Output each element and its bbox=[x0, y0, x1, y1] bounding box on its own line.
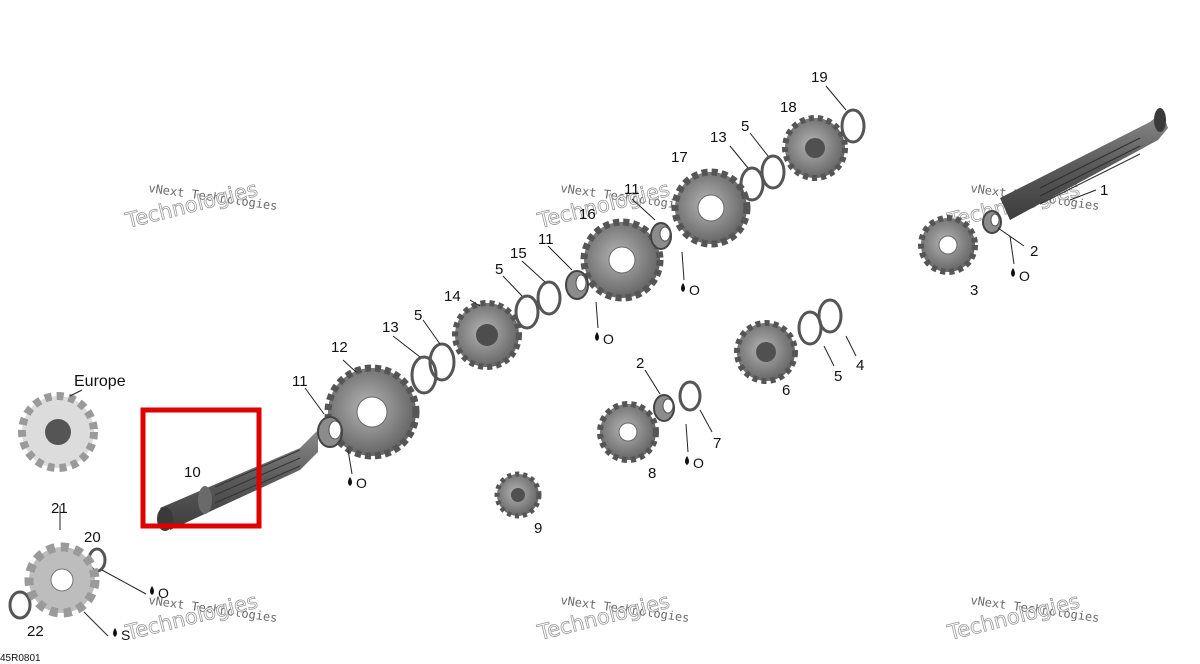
callout-10[interactable]: 10 bbox=[184, 464, 201, 481]
ring-part-22 bbox=[8, 590, 32, 620]
callout-5[interactable]: 5 bbox=[834, 368, 842, 385]
countershaft-part-1[interactable] bbox=[1000, 108, 1168, 220]
callout-2[interactable]: 2 bbox=[1030, 243, 1038, 260]
callout-13[interactable]: 13 bbox=[710, 129, 727, 146]
sprocket-europe[interactable] bbox=[18, 392, 98, 472]
callout-22[interactable]: 22 bbox=[27, 623, 44, 640]
region-label: Europe bbox=[74, 373, 126, 390]
main-shaft-part-10[interactable] bbox=[157, 430, 318, 531]
callout-21[interactable]: 21 bbox=[51, 500, 68, 517]
bushing-part-11[interactable] bbox=[317, 416, 343, 448]
sprocket-part-21[interactable] bbox=[24, 542, 100, 618]
callout-2[interactable]: 2 bbox=[636, 355, 644, 372]
watermark-text: Technologies bbox=[534, 589, 672, 645]
oil-symbol: O bbox=[356, 475, 367, 491]
oil-symbol: O bbox=[689, 282, 700, 298]
gear-part-17[interactable] bbox=[671, 168, 751, 248]
bushing-part-2[interactable] bbox=[982, 210, 1002, 234]
selected-part-highlight[interactable] bbox=[140, 407, 262, 529]
oil-drop-icon: O bbox=[681, 282, 700, 298]
bushing-part-11[interactable] bbox=[650, 222, 672, 250]
grease-symbol: S bbox=[121, 627, 130, 643]
callout-8[interactable]: 8 bbox=[648, 465, 656, 482]
callout-11[interactable]: 11 bbox=[624, 181, 640, 198]
leader-lines bbox=[59, 85, 1097, 637]
washer-part-19 bbox=[840, 108, 866, 144]
gear-part-3[interactable] bbox=[918, 215, 978, 275]
callout-20[interactable]: 20 bbox=[84, 529, 101, 546]
bushing-part-11[interactable] bbox=[565, 270, 589, 300]
oil-symbol: O bbox=[603, 331, 614, 347]
callout-7[interactable]: 7 bbox=[713, 435, 721, 452]
watermark-text: Technologies bbox=[944, 589, 1082, 645]
gear-part-9[interactable] bbox=[494, 471, 542, 519]
oil-symbol: O bbox=[1019, 268, 1030, 284]
callout-9[interactable]: 9 bbox=[534, 520, 542, 537]
callout-13[interactable]: 13 bbox=[382, 319, 399, 336]
callout-17[interactable]: 17 bbox=[671, 149, 688, 166]
lubrication-markers: O O O O O O S bbox=[113, 268, 1030, 643]
washer-part-4 bbox=[817, 298, 843, 334]
callout-15[interactable]: 15 bbox=[510, 245, 527, 262]
grease-drop-icon: S bbox=[113, 627, 130, 643]
washer-part-5 bbox=[760, 154, 786, 190]
washer-part-5 bbox=[428, 342, 456, 382]
callout-16[interactable]: 16 bbox=[579, 206, 596, 223]
callout-14[interactable]: 14 bbox=[444, 288, 461, 305]
washer-part-15 bbox=[536, 280, 562, 316]
watermark-text: Technologies bbox=[122, 177, 260, 233]
callout-5[interactable]: 5 bbox=[495, 261, 503, 278]
oil-drop-icon: O bbox=[1011, 268, 1030, 284]
oil-symbol: O bbox=[693, 455, 704, 471]
bushing-part-2[interactable] bbox=[653, 394, 675, 422]
callout-4[interactable]: 4 bbox=[856, 357, 864, 374]
callout-5[interactable]: 5 bbox=[414, 307, 422, 324]
oil-drop-icon: O bbox=[348, 475, 367, 491]
washer-part-13 bbox=[739, 166, 765, 202]
oil-drop-icon: O bbox=[685, 455, 704, 471]
callout-18[interactable]: 18 bbox=[780, 99, 797, 116]
gear-part-16[interactable] bbox=[580, 218, 664, 302]
callout-11[interactable]: 11 bbox=[292, 373, 308, 390]
gear-part-6[interactable] bbox=[734, 320, 798, 384]
washer-part-13 bbox=[410, 355, 438, 395]
gear-part-14[interactable] bbox=[452, 300, 522, 370]
callout-3[interactable]: 3 bbox=[970, 282, 978, 299]
callout-1[interactable]: 1 bbox=[1100, 182, 1108, 199]
washer-part-5 bbox=[514, 294, 540, 330]
callout-12[interactable]: 12 bbox=[331, 339, 348, 356]
callout-19[interactable]: 19 bbox=[811, 69, 828, 86]
diagram-code: 45R0801 bbox=[0, 653, 41, 664]
gear-part-8[interactable] bbox=[597, 401, 659, 463]
callout-labels: 1 2 3 2 4 5 6 7 8 9 10 11 12 13 5 14 5 1… bbox=[27, 69, 1108, 640]
oil-drop-icon: O bbox=[150, 585, 169, 601]
watermark-text: Technologies bbox=[122, 589, 260, 645]
washer-part-7 bbox=[678, 380, 702, 412]
gear-part-18[interactable] bbox=[782, 115, 848, 181]
gear-part-12[interactable] bbox=[324, 364, 420, 460]
callout-11[interactable]: 11 bbox=[538, 231, 554, 248]
oil-symbol: O bbox=[158, 585, 169, 601]
callout-5[interactable]: 5 bbox=[741, 118, 749, 135]
oil-drop-icon: O bbox=[595, 331, 614, 347]
callout-6[interactable]: 6 bbox=[782, 382, 790, 399]
